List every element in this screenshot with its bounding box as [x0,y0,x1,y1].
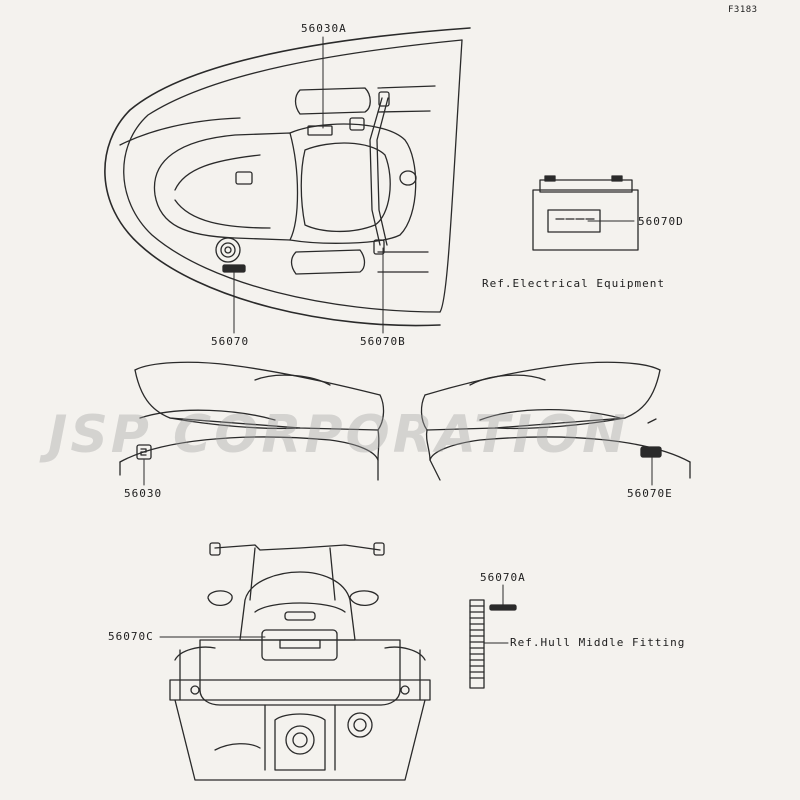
hull-fitting-drawing [469,599,517,689]
seat-left-drawing [119,361,385,481]
rear-view-watercraft [169,542,431,781]
callout-56070E: 56070E [627,487,673,500]
callout-56030A: 56030A [301,22,347,35]
watermark-text: JSP CORPORATION [48,405,629,465]
callout-56070B: 56070B [360,335,406,348]
top-view-watercraft [104,27,471,327]
figure-code: F3183 [728,5,758,15]
callout-56030: 56030 [124,487,163,500]
callout-56070C: 56070C [108,630,154,643]
leader-lines [143,36,653,644]
battery-drawing [532,175,639,251]
ref-electrical-equipment: Ref.Electrical Equipment [482,277,665,290]
callout-56070: 56070 [211,335,250,348]
ref-hull-middle-fitting: Ref.Hull Middle Fitting [510,636,686,649]
seat-right-drawing [420,361,691,481]
callout-56070D: 56070D [638,215,684,228]
callout-56070A: 56070A [480,571,526,584]
